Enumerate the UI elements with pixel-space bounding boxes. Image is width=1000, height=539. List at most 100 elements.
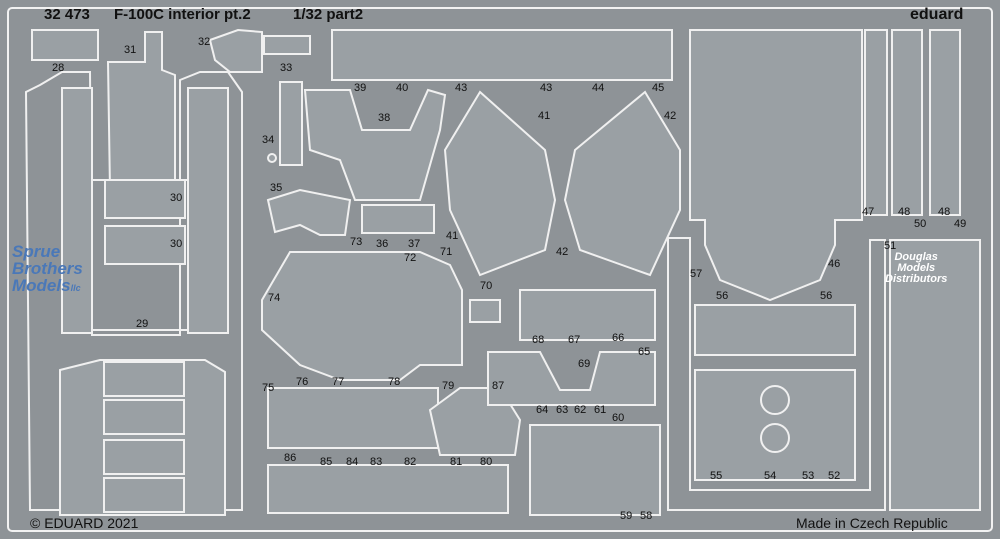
part-47 bbox=[864, 29, 888, 216]
part-label: 78 bbox=[388, 376, 401, 388]
part-33-strip bbox=[263, 35, 311, 55]
part-30-upper bbox=[104, 179, 186, 219]
lower-panel-4 bbox=[103, 477, 185, 513]
part-38 bbox=[303, 88, 447, 201]
part-label: 71 bbox=[440, 246, 453, 258]
parts-66-68 bbox=[519, 289, 656, 341]
part-label: 50 bbox=[914, 218, 927, 230]
wm-line-3: Modelsllc bbox=[12, 277, 83, 297]
part-label: 44 bbox=[592, 82, 605, 94]
part-label: 85 bbox=[320, 456, 333, 468]
part-label: 46 bbox=[828, 258, 841, 270]
part-57 bbox=[667, 237, 886, 511]
part-34-ring bbox=[267, 153, 277, 163]
part-label: 28 bbox=[52, 62, 65, 74]
wm-r-3: Distributors bbox=[885, 273, 948, 285]
part-54-disc-b bbox=[760, 423, 790, 453]
part-label: 58 bbox=[640, 510, 653, 522]
part-label: 86 bbox=[284, 452, 297, 464]
part-label: 33 bbox=[280, 62, 293, 74]
set-title: F-100C interior pt.2 bbox=[114, 6, 251, 23]
parts-75-78 bbox=[267, 387, 439, 449]
part-label: 39 bbox=[354, 82, 367, 94]
part-label: 32 bbox=[198, 36, 211, 48]
part-label: 59 bbox=[620, 510, 633, 522]
wm-r-1: Douglas bbox=[894, 251, 938, 263]
part-label: 76 bbox=[296, 376, 309, 388]
part-label: 84 bbox=[346, 456, 359, 468]
watermark-sprue-brothers: Sprue Brothers Modelsllc bbox=[12, 243, 83, 297]
part-36-37 bbox=[361, 204, 435, 234]
part-label: 62 bbox=[574, 404, 587, 416]
lower-panel-2 bbox=[103, 399, 185, 435]
part-label: 52 bbox=[828, 470, 841, 482]
part-29-panel bbox=[24, 71, 243, 511]
parts-70-74 bbox=[261, 251, 463, 381]
part-label: 38 bbox=[378, 112, 391, 124]
part-label: 68 bbox=[532, 334, 545, 346]
wm-line-2: Brothers bbox=[12, 259, 83, 278]
part-label: 69 bbox=[578, 358, 591, 370]
part-label: 47 bbox=[862, 206, 875, 218]
part-label: 60 bbox=[612, 412, 625, 424]
part-46 bbox=[689, 29, 863, 302]
part-34 bbox=[279, 81, 303, 166]
part-label: 51 bbox=[884, 240, 897, 252]
part-label: 82 bbox=[404, 456, 417, 468]
part-label: 42 bbox=[556, 246, 569, 258]
wm-line-3a: Models bbox=[12, 276, 71, 295]
fret-frame bbox=[7, 7, 993, 532]
parts-80-86 bbox=[267, 464, 509, 514]
part-label: 81 bbox=[450, 456, 463, 468]
origin: Made in Czech Republic bbox=[796, 515, 948, 531]
part-label: 36 bbox=[376, 238, 389, 250]
part-label: 77 bbox=[332, 376, 345, 388]
copyright: © EDUARD 2021 bbox=[30, 515, 139, 531]
part-label: 48 bbox=[938, 206, 951, 218]
part-label: 64 bbox=[536, 404, 549, 416]
part-30-lower bbox=[104, 225, 186, 265]
part-label: 43 bbox=[455, 82, 468, 94]
wm-line-1: Sprue bbox=[12, 242, 61, 261]
part-28-grille bbox=[31, 29, 99, 61]
part-label: 70 bbox=[480, 280, 493, 292]
brand-logo: eduard bbox=[910, 6, 964, 23]
part-label: 48 bbox=[898, 206, 911, 218]
part-29-lower bbox=[59, 359, 226, 516]
part-label: 31 bbox=[124, 44, 137, 56]
part-label: 66 bbox=[612, 332, 625, 344]
part-label: 55 bbox=[710, 470, 723, 482]
wm-r-2: Models bbox=[897, 262, 936, 274]
lower-panel-3 bbox=[103, 439, 185, 475]
part-48-b bbox=[929, 29, 961, 216]
part-48-a bbox=[891, 29, 923, 216]
part-41 bbox=[443, 90, 557, 277]
part-label: 53 bbox=[802, 470, 815, 482]
scale-part: 1/32 part2 bbox=[293, 6, 364, 23]
part-label: 41 bbox=[446, 230, 459, 242]
part-label: 80 bbox=[480, 456, 493, 468]
part-54-disc-a bbox=[760, 385, 790, 415]
etched-parts bbox=[24, 28, 981, 516]
part-label: 75 bbox=[262, 382, 275, 394]
watermark-douglas: Douglas Models Distributors bbox=[885, 252, 947, 285]
part-label: 42 bbox=[664, 110, 677, 122]
part-label: 56 bbox=[820, 290, 833, 302]
parts-65-69-87 bbox=[487, 351, 656, 406]
part-label: 57 bbox=[690, 268, 703, 280]
part-label: 30 bbox=[170, 192, 183, 204]
set-number: 32 473 bbox=[44, 6, 90, 23]
parts-39-45-strip bbox=[331, 29, 673, 81]
part-label: 87 bbox=[492, 380, 505, 392]
part-label: 74 bbox=[268, 292, 281, 304]
part-label: 29 bbox=[136, 318, 149, 330]
part-label: 34 bbox=[262, 134, 275, 146]
part-label: 45 bbox=[652, 82, 665, 94]
part-label: 56 bbox=[716, 290, 729, 302]
part-label: 72 bbox=[404, 252, 417, 264]
part-label: 61 bbox=[594, 404, 607, 416]
part-label: 40 bbox=[396, 82, 409, 94]
part-label: 43 bbox=[540, 82, 553, 94]
part-label: 49 bbox=[954, 218, 967, 230]
